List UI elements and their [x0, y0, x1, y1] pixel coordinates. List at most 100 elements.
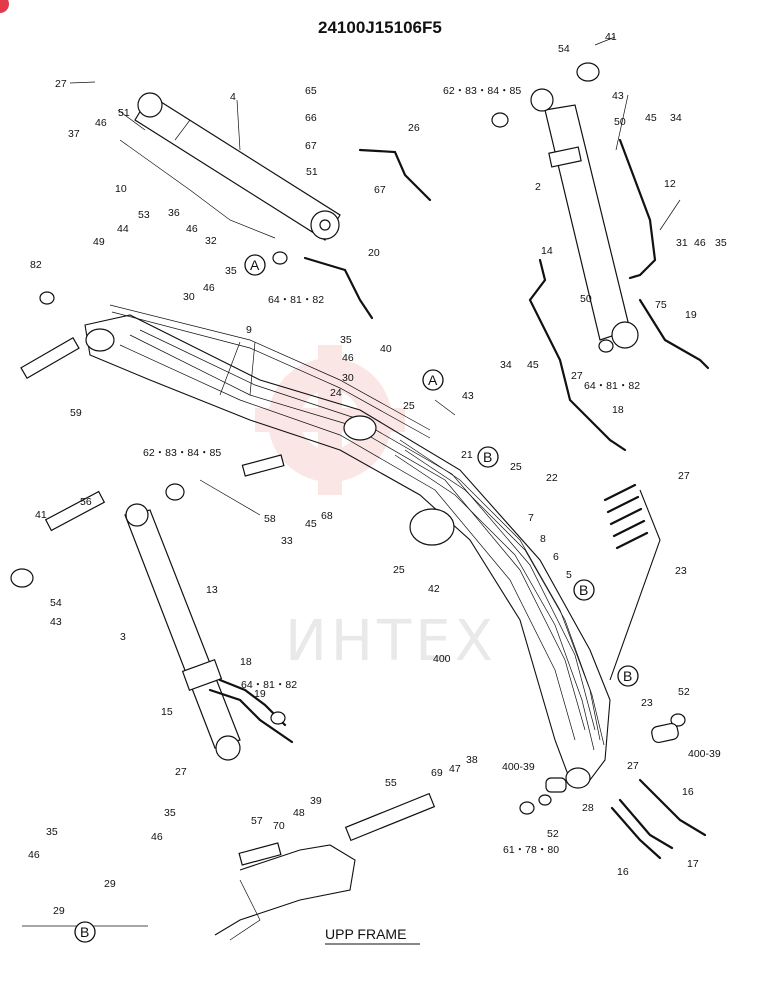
callout-52a: 52: [547, 828, 559, 840]
callout-16a: 16: [682, 786, 694, 798]
washer-64-b: [270, 711, 286, 725]
callout-55: 55: [385, 777, 397, 789]
callout-21: 21: [461, 449, 473, 461]
callout-41b: 41: [605, 31, 617, 43]
detail-mark-2: A: [422, 369, 444, 391]
callout-40039a: 400-39: [502, 761, 535, 773]
callout-46a: 46: [95, 117, 107, 129]
callout-46g: 46: [694, 237, 706, 249]
callout-29a: 29: [104, 878, 116, 890]
callout-70: 70: [273, 820, 285, 832]
callout-59: 59: [70, 407, 82, 419]
callout-36: 36: [168, 207, 180, 219]
callout-43a: 43: [462, 390, 474, 402]
pin-56: [44, 490, 106, 532]
callout-67a: 67: [305, 140, 317, 152]
boom-assembly: [84, 314, 611, 789]
hose-16-b: [618, 798, 674, 850]
pipe-9b: [111, 311, 431, 439]
corner-mark: [0, 0, 9, 13]
washer-52-b: [538, 794, 552, 806]
callout-23a: 23: [675, 565, 687, 577]
callout-62838485a: 62・83・84・85: [143, 447, 221, 459]
callout-12: 12: [664, 178, 676, 190]
callout-35b: 35: [340, 334, 352, 346]
callout-34a: 34: [670, 112, 682, 124]
callout-75: 75: [655, 299, 667, 311]
detail-mark-1: A: [244, 254, 266, 276]
callout-15: 15: [161, 706, 173, 718]
callout-30b: 30: [342, 372, 354, 384]
callout-50a: 50: [614, 116, 626, 128]
callout-58: 58: [264, 513, 276, 525]
washer-64-a: [272, 251, 288, 265]
callout-65: 65: [305, 85, 317, 97]
callout-41a: 41: [35, 509, 47, 521]
callout-54b: 54: [558, 43, 570, 55]
callout-648182b: 64・81・82: [241, 679, 297, 691]
callout-17: 17: [687, 858, 699, 870]
callout-20: 20: [368, 247, 380, 259]
washer-61: [519, 801, 535, 815]
bushing-400-39-b: [545, 777, 567, 793]
callout-27d: 27: [678, 470, 690, 482]
callout-54a: 54: [50, 597, 62, 609]
callout-22: 22: [546, 472, 558, 484]
leader-lines: [69, 36, 681, 516]
callout-27b: 27: [175, 766, 187, 778]
callout-29b: 29: [53, 905, 65, 917]
boom-hose-bundle: [394, 439, 605, 751]
svg-text:A: A: [250, 257, 260, 273]
callout-50b: 50: [580, 293, 592, 305]
callout-53: 53: [138, 209, 150, 221]
callout-46d: 46: [342, 352, 354, 364]
callout-9: 9: [246, 324, 252, 336]
callout-27e: 27: [627, 760, 639, 772]
callout-35c: 35: [164, 807, 176, 819]
svg-text:B: B: [80, 924, 89, 940]
callout-39: 39: [310, 795, 322, 807]
pin-59: [20, 336, 80, 380]
washer-64-c: [598, 339, 614, 353]
upper-frame-b: [229, 879, 261, 941]
callout-67b: 67: [374, 184, 386, 196]
hose-18-top: [528, 258, 627, 452]
svg-text:B: B: [483, 449, 492, 465]
callout-34b: 34: [500, 359, 512, 371]
callout-69: 69: [431, 767, 443, 779]
pipe-9: [109, 304, 431, 431]
hose-16-a: [610, 806, 662, 860]
callout-82a: 82: [30, 259, 42, 271]
callout-30a: 30: [183, 291, 195, 303]
svg-text:A: A: [428, 372, 438, 388]
washer-52: [670, 713, 686, 727]
callout-51b: 51: [306, 166, 318, 178]
callout-42: 42: [428, 583, 440, 595]
callout-33: 33: [281, 535, 293, 547]
frame-label: UPP FRAME: [325, 926, 406, 942]
callout-4: 4: [230, 91, 236, 103]
callout-49: 49: [93, 236, 105, 248]
hose-26: [358, 148, 432, 202]
washer-82: [39, 291, 55, 305]
callout-28: 28: [582, 802, 594, 814]
callout-26: 26: [408, 122, 420, 134]
callout-27a: 27: [55, 78, 67, 90]
callout-2: 2: [535, 181, 541, 193]
svg-text:B: B: [579, 582, 588, 598]
bushing-400-39: [651, 722, 679, 744]
collar-54-left: [10, 568, 34, 588]
callout-35e: 35: [715, 237, 727, 249]
callout-37: 37: [68, 128, 80, 140]
upper-frame: [214, 844, 356, 936]
callout-52b: 52: [678, 686, 690, 698]
callout-6: 6: [553, 551, 559, 563]
callout-66: 66: [305, 112, 317, 124]
callout-14: 14: [541, 245, 553, 257]
pin-55: [344, 792, 436, 842]
callout-57: 57: [251, 815, 263, 827]
hose-17: [638, 778, 707, 837]
